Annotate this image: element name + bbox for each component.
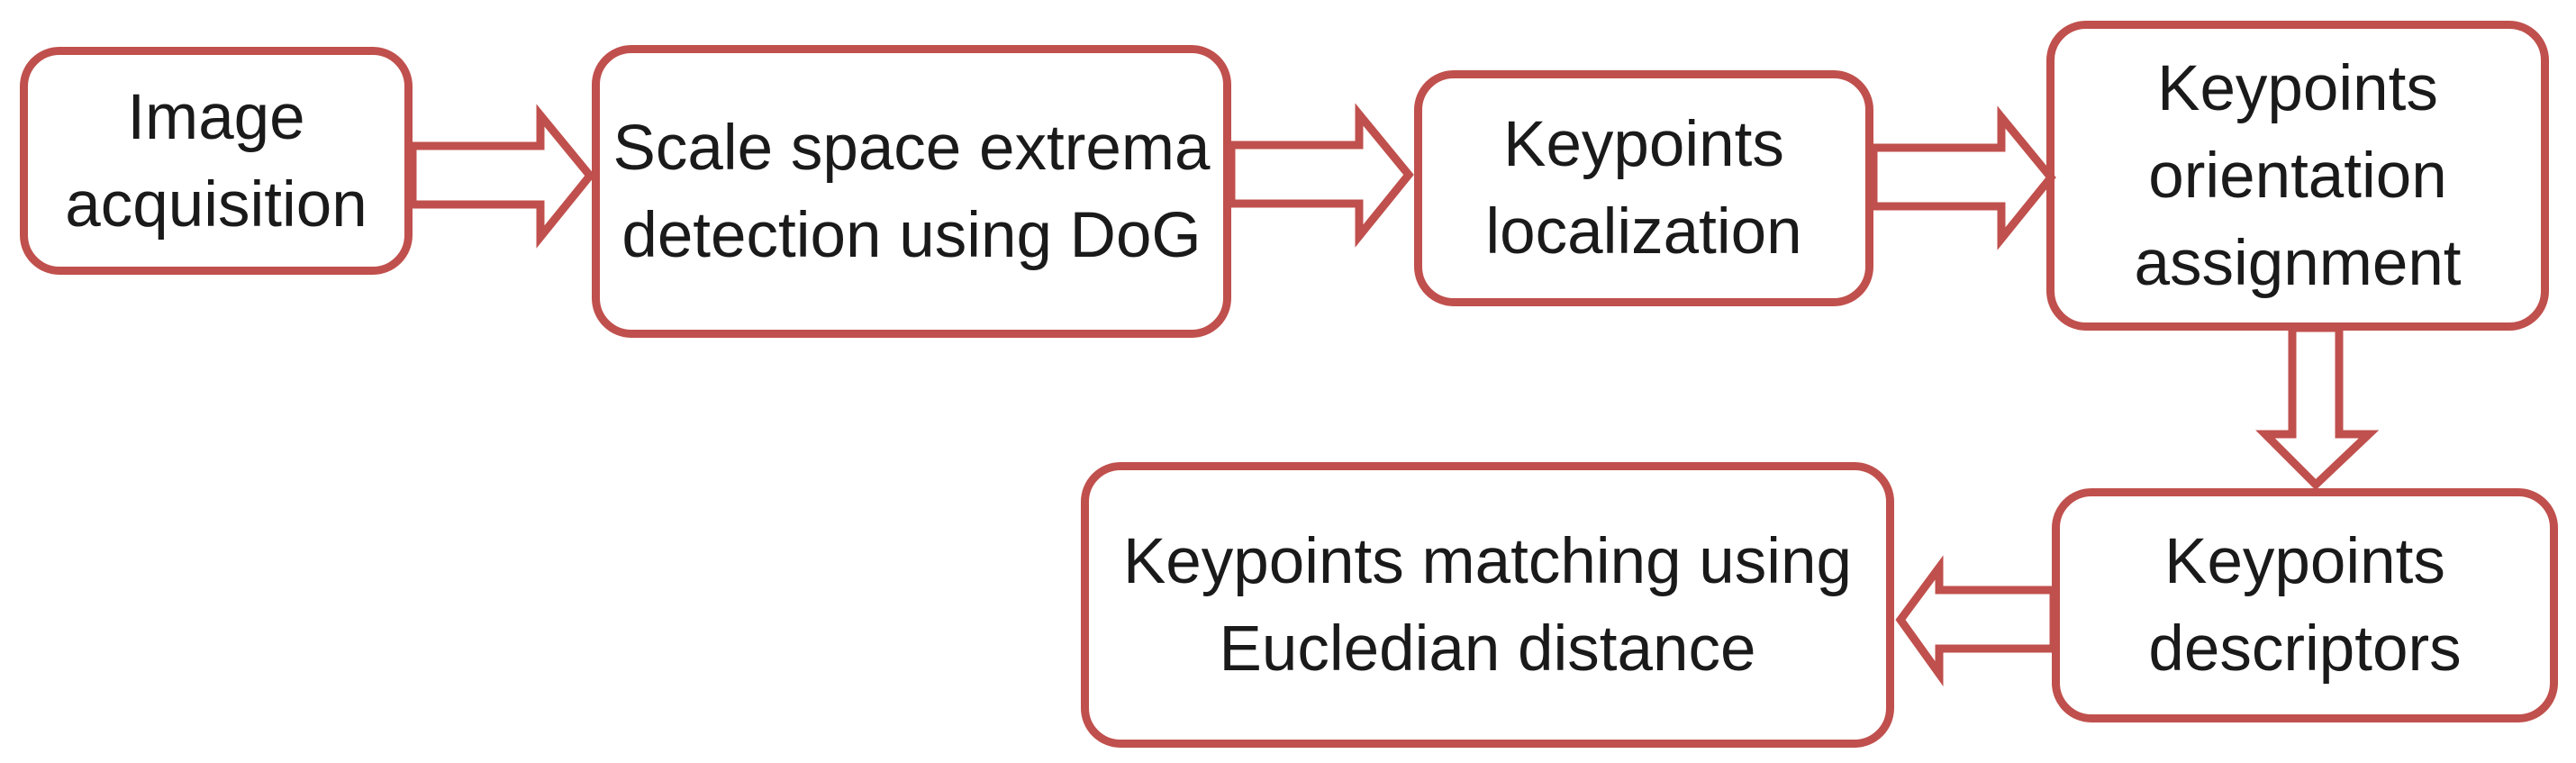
arrow-right-icon: [408, 104, 595, 249]
node-label-line: Scale space extrema: [612, 112, 1211, 184]
arrow-down-icon: [2255, 323, 2380, 491]
node-label-line: descriptors: [2148, 613, 2462, 685]
node-label-line: Keypoints: [2164, 526, 2445, 597]
node-scale-space-extrema-detection: Scale space extrema detection using DoG: [592, 45, 1231, 338]
node-keypoints-descriptors: Keypoints descriptors: [2052, 488, 2558, 722]
node-image-acquisition: Image acquisition: [20, 47, 413, 275]
node-label-line: localization: [1485, 196, 1802, 268]
node-keypoints-localization: Keypoints localization: [1414, 70, 1873, 306]
arrow-right-icon: [1869, 105, 2056, 250]
node-label-line: Image: [127, 81, 305, 153]
node-label-line: acquisition: [65, 168, 367, 241]
node-label-line: Keypoints matching using: [1122, 525, 1853, 597]
node-label-line: orientation: [2148, 140, 2447, 212]
node-label-line: Keypoints: [1503, 109, 1784, 180]
node-label-line: Eucledian distance: [1219, 613, 1756, 685]
node-label-line: Keypoints: [2157, 52, 2438, 124]
node-keypoints-matching: Keypoints matching using Eucledian dista…: [1081, 462, 1894, 748]
arrow-left-icon: [1895, 555, 2058, 687]
node-label-line: detection using DoG: [621, 199, 1202, 271]
arrow-right-icon: [1227, 103, 1414, 248]
node-keypoints-orientation-assignment: Keypoints orientation assignment: [2046, 21, 2549, 331]
node-label-line: assignment: [2134, 227, 2462, 299]
